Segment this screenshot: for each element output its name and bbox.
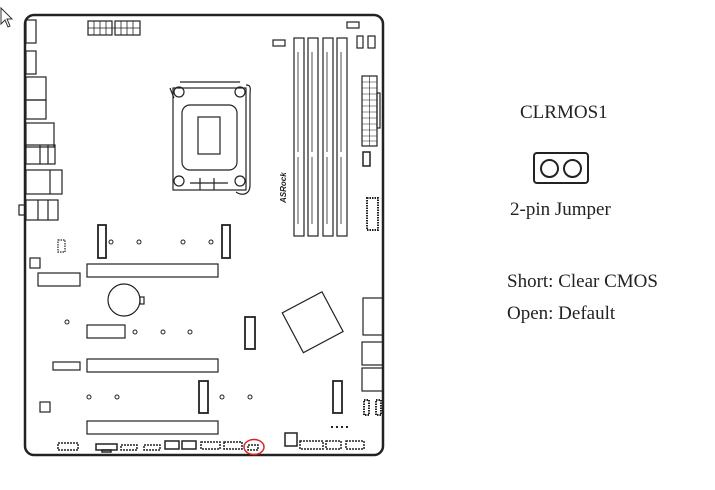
open-setting: Open: Default xyxy=(507,303,616,324)
two-pin-jumper-icon xyxy=(533,152,589,184)
short-setting: Short: Clear CMOS xyxy=(507,271,658,292)
fan-headers-top xyxy=(272,21,376,49)
pcie-slots xyxy=(86,263,219,435)
misc-components xyxy=(29,239,145,413)
brand-logo: ASRock xyxy=(279,172,288,204)
rear-io-ports xyxy=(18,19,63,221)
atx-power-connector xyxy=(361,75,381,231)
jumper-type: 2-pin Jumper xyxy=(510,199,611,220)
jumper-pin-2 xyxy=(563,158,582,178)
jumper-name: CLRMOS1 xyxy=(520,102,608,123)
dimm-slots xyxy=(293,37,348,237)
chipset xyxy=(281,290,344,354)
cpu-socket xyxy=(169,81,251,195)
clrmos1-jumper-on-board[interactable] xyxy=(243,438,265,456)
board-outline xyxy=(23,13,385,457)
cpu-power-connectors xyxy=(87,20,141,36)
mounting-holes xyxy=(64,239,253,400)
highlight-circle xyxy=(243,438,265,456)
right-edge-connectors xyxy=(331,297,384,428)
m2-slots xyxy=(97,224,343,414)
mouse-cursor-icon xyxy=(0,6,14,28)
bottom-headers xyxy=(57,432,365,453)
jumper-pin-1 xyxy=(540,158,559,178)
